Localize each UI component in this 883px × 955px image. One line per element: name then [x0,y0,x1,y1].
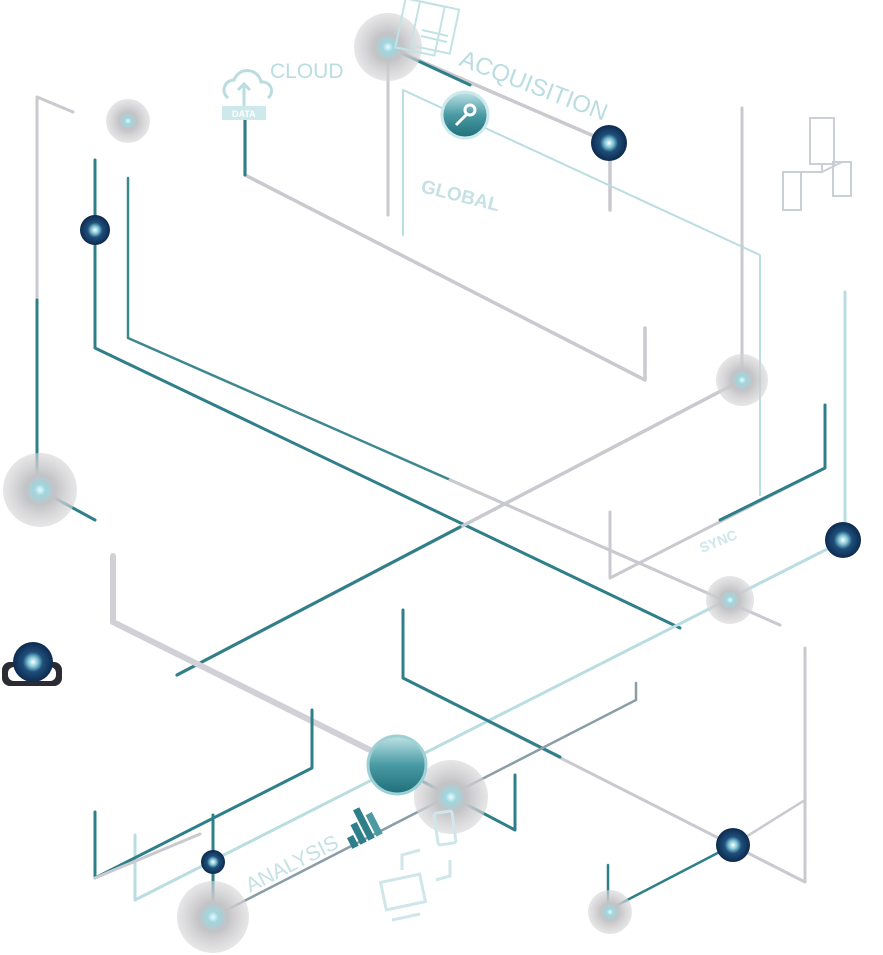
connector-lines [35,45,847,919]
glow-node [354,13,422,81]
glow-node [106,99,150,143]
dark-nodes [80,125,861,874]
dark-node [201,850,225,874]
server-network-icon [782,117,852,211]
teal-hub-node [366,734,428,796]
analysis-label: ANALYSIS [242,831,343,897]
glow-node [3,453,77,527]
glow-node [588,890,632,934]
glow-node [177,881,249,953]
key-icon [440,90,490,140]
data-label: DATA [232,109,256,119]
dark-node [591,125,627,161]
glow-node [716,354,768,406]
glow-nodes [3,13,768,953]
device-sync-icon [378,809,458,922]
global-label: GLOBAL [419,176,502,216]
cloud-upload-icon [222,69,273,120]
glow-node [706,576,754,624]
dark-node [825,522,861,558]
dark-node [80,215,110,245]
bar-chart-icon [346,807,383,849]
dark-node [716,828,750,862]
cloud-label: CLOUD [270,60,344,83]
id-card-icon [394,0,461,57]
glow-node [414,760,488,834]
headset-icon [2,642,62,686]
